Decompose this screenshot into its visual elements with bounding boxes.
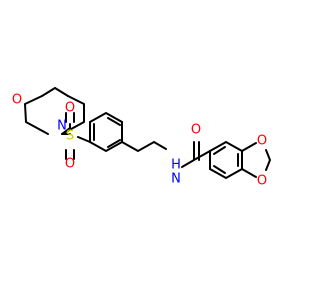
bond bbox=[41, 87, 69, 97]
bond bbox=[93, 117, 121, 148]
bond-layer bbox=[24, 87, 272, 180]
bond bbox=[121, 140, 167, 153]
sulfonyl-oxygen-bottom: O bbox=[65, 157, 75, 172]
carbonyl-oxygen: O bbox=[191, 123, 201, 138]
bond bbox=[24, 95, 85, 135]
bond bbox=[89, 111, 123, 153]
molecule-structure: O N S O O N H O O O bbox=[12, 87, 272, 189]
bond bbox=[241, 142, 272, 178]
bond bbox=[181, 141, 211, 168]
dioxole-oxygen-bottom: O bbox=[257, 174, 267, 189]
molecule-svg: O N S O O N H O O O bbox=[12, 87, 272, 189]
morpholine-nitrogen: N bbox=[57, 119, 67, 134]
bond bbox=[65, 112, 91, 160]
sulfonyl-oxygen-top: O bbox=[65, 101, 75, 116]
bond bbox=[213, 146, 239, 174]
sulfonyl-sulfur: S bbox=[66, 129, 74, 144]
morpholine-oxygen: O bbox=[12, 93, 22, 108]
bond bbox=[61, 123, 71, 135]
dioxole-oxygen-top: O bbox=[257, 134, 267, 149]
amide-nitrogen: N bbox=[171, 172, 181, 187]
amide-hydrogen: H bbox=[171, 158, 181, 173]
